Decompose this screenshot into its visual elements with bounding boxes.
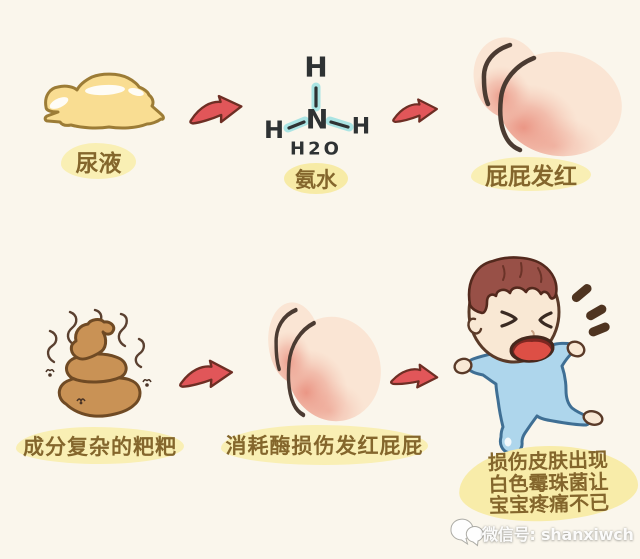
flow-arrow-1 — [186, 92, 245, 127]
water-formula: H2O — [290, 138, 342, 160]
fly-icon-2 — [142, 378, 152, 387]
fly-icon-3 — [76, 398, 86, 405]
urine-puddle-illustration — [43, 72, 165, 130]
baby-left-hand — [453, 357, 473, 375]
ammonia-molecule-bonds — [283, 82, 354, 133]
emphasis-dashes — [571, 284, 610, 337]
urine-label: 尿液 — [61, 143, 136, 179]
poop-label: 成分复杂的粑粑 — [16, 427, 184, 464]
baby-mouth — [509, 335, 555, 363]
red-butt-label: 屁屁发红 — [471, 157, 591, 191]
wechat-icon — [450, 518, 484, 547]
flow-arrow-2 — [390, 96, 439, 125]
poop-illustration — [45, 256, 610, 547]
watermark-text: 微信号: shanxiwch — [482, 525, 634, 544]
baby-hair-strands — [502, 262, 543, 283]
atom-n-center: N — [305, 104, 329, 136]
flow-arrow-4 — [389, 361, 440, 390]
atom-h-left: H — [263, 116, 285, 144]
baby-hair — [467, 256, 558, 315]
puddle-shine — [49, 84, 144, 109]
atom-h-top: H — [304, 50, 328, 84]
bootie-shine — [504, 437, 512, 447]
baby-right-foot — [582, 410, 604, 426]
crying-baby-illustration — [453, 256, 604, 455]
enzyme-butt-illustration — [262, 293, 387, 441]
baby-tongue — [514, 341, 551, 361]
baby-right-hand — [566, 340, 586, 358]
flow-arrow-3 — [177, 358, 234, 391]
baby-eyes — [500, 310, 553, 329]
fly-icon — [45, 368, 55, 377]
red-butt-illustration — [466, 28, 630, 176]
baby-ear — [467, 317, 483, 335]
ammonia-label: 氨水 — [284, 163, 348, 194]
atom-h-right: H — [351, 114, 371, 140]
baby-label-line-3: 宝宝疼痛不已 — [488, 490, 610, 518]
enzyme-butt-label: 消耗酶损伤发红屁屁 — [221, 425, 428, 465]
